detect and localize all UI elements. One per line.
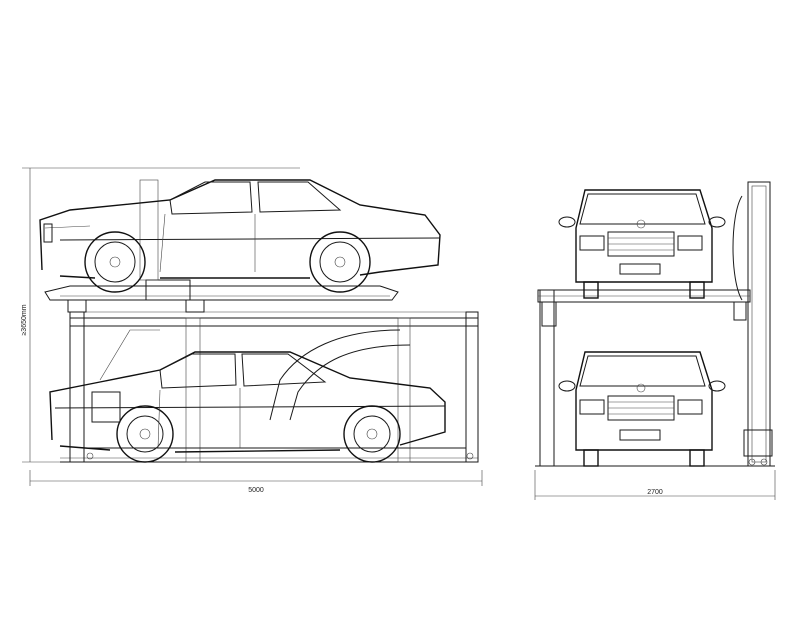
height-dimension: ≥3650mm bbox=[21, 167, 300, 463]
side-length-label: 5000 bbox=[248, 487, 264, 494]
height-label: ≥3650mm bbox=[21, 304, 28, 335]
front-width-label: 2700 bbox=[647, 489, 663, 496]
side-length-dimension: 5000 bbox=[29, 470, 483, 494]
side-lower-car bbox=[49, 351, 446, 463]
side-view: 5000 ≥3650mm bbox=[21, 167, 483, 494]
front-lift-post bbox=[732, 181, 773, 467]
front-width-dimension: 2700 bbox=[534, 470, 776, 500]
front-upper-car bbox=[558, 189, 726, 299]
side-lift-frame bbox=[69, 311, 479, 463]
side-upper-platform bbox=[44, 179, 399, 313]
front-lower-car bbox=[558, 351, 726, 467]
front-view: 2700 bbox=[534, 181, 776, 500]
front-upper-platform bbox=[537, 289, 751, 327]
side-upper-car bbox=[39, 179, 441, 293]
